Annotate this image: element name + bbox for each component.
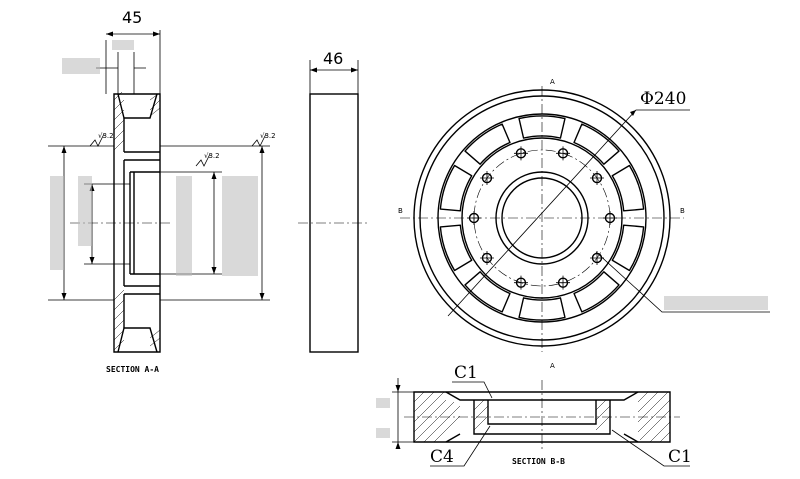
obscured-label [222,176,258,276]
obscured-label [112,40,134,50]
obscured-label [376,398,390,408]
obscured-label [50,176,64,270]
width-46-label: 46 [323,49,343,68]
spoke-slot [439,164,473,212]
cut-letter-b-left: B [398,207,403,215]
chamfer-c4: C4 [430,447,454,467]
obscured-label [78,176,92,246]
obscured-label [664,296,768,310]
bolt-hole-center-mark [556,146,571,161]
spoke-slot [439,224,473,272]
spoke-slot [573,271,620,313]
obscured-label [376,428,390,438]
spoke-slot [518,297,566,321]
obscured-label [62,58,100,74]
front-view: A A B B Φ240 [398,78,770,370]
section-b-b-view: C1 C4 C1 SECTION B-B [376,363,692,467]
section-a-a-view: 45 √3.2 √3.2 √3.2 SECTION A-A [48,8,276,374]
hatch-a-a [113,91,161,351]
spoke-slots [439,115,645,321]
section-b-b-title: SECTION B-B [512,457,565,466]
surface-finish-1: √3.2 [98,132,114,140]
diameter-240-label: Φ240 [640,89,686,109]
cut-letter-a-bottom: A [550,362,555,370]
spoke-slot [611,164,645,212]
surface-finish-3: √3.2 [260,132,276,140]
surface-finish-2: √3.2 [204,152,220,160]
spoke-slot [464,123,511,165]
spoke-slot [611,224,645,272]
bolt-hole-center-mark [513,146,528,161]
cut-letter-b-right: B [680,207,685,215]
chamfer-c1-top: C1 [454,363,478,383]
section-a-a-title: SECTION A-A [106,365,159,374]
side-view: 46 [298,49,368,353]
spoke-slot [573,123,620,165]
width-45-label: 45 [122,8,142,27]
cut-letter-a-top: A [550,78,555,86]
obscured-label [176,176,192,276]
spoke-slot [464,271,511,313]
chamfer-c1-bottom: C1 [668,447,692,467]
spoke-slot [518,115,566,139]
hatch-b-b [413,391,671,443]
